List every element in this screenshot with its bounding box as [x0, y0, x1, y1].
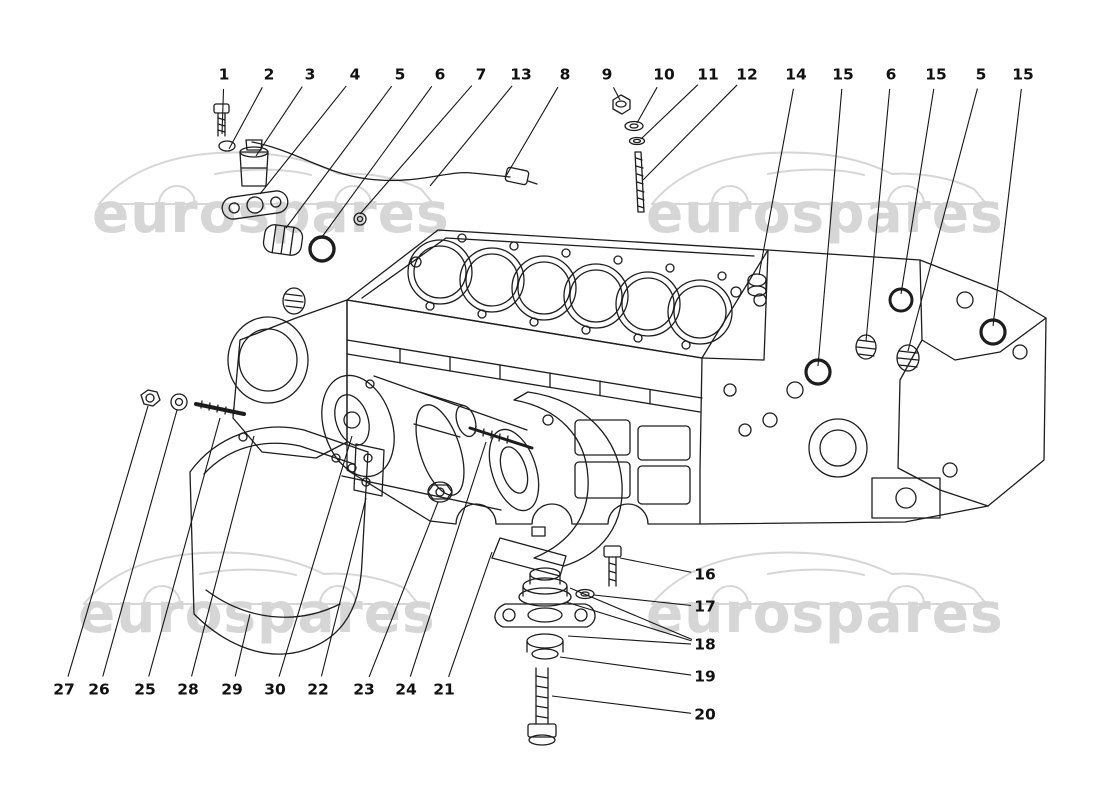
starter-motor	[321, 374, 540, 512]
o-ring-part-15b	[888, 287, 914, 313]
part-number-10: 10	[653, 65, 675, 84]
nut-part-23	[427, 481, 453, 503]
cable-connector	[504, 166, 530, 186]
part-number-4: 4	[349, 65, 361, 84]
part-number-28: 28	[177, 680, 199, 699]
part-number-15: 15	[832, 65, 854, 84]
ribbed-sleeve-left	[262, 224, 304, 256]
part-number-23: 23	[353, 680, 375, 699]
part-number-2: 2	[263, 65, 275, 84]
stud-part-12	[634, 151, 645, 213]
part-number-17: 17	[694, 597, 716, 616]
part-number-5: 5	[394, 65, 406, 84]
part-number-8: 8	[559, 65, 571, 84]
washer-part-17	[575, 588, 595, 600]
part-number-11: 11	[697, 65, 719, 84]
part-number-21: 21	[433, 680, 455, 699]
part-number-5: 5	[975, 65, 987, 84]
part-number-9: 9	[601, 65, 613, 84]
engine-mount-assembly	[494, 567, 596, 660]
part-number-6: 6	[885, 65, 897, 84]
part-number-25: 25	[134, 680, 156, 699]
washer-part-11	[628, 136, 646, 146]
leader-lines	[67, 84, 1022, 714]
washer-part-10	[624, 120, 644, 132]
ribbed-plug-left	[282, 287, 306, 315]
watermark-text: eurospares	[646, 181, 1004, 245]
stud-part-25	[194, 400, 246, 416]
part-number-1: 1	[218, 65, 230, 84]
nut-part-9	[612, 94, 631, 115]
small-washer-part-7	[353, 212, 367, 226]
part-number-6: 6	[434, 65, 446, 84]
nut-part-27	[140, 389, 161, 407]
part-number-20: 20	[694, 705, 716, 724]
part-number-19: 19	[694, 667, 716, 686]
engine-block	[227, 229, 1047, 525]
part-number-18: 18	[694, 635, 716, 654]
part-number-15: 15	[1012, 65, 1034, 84]
part-number-27: 27	[53, 680, 75, 699]
bracket-part-22	[353, 443, 385, 497]
stud-part-24	[468, 425, 534, 450]
exploded-view-artwork	[140, 94, 1047, 746]
part-number-12: 12	[736, 65, 758, 84]
watermark-text: eurospares	[646, 581, 1004, 645]
part-number-15: 15	[925, 65, 947, 84]
part-number-29: 29	[221, 680, 243, 699]
oil-pressure-sender	[218, 139, 269, 187]
part-number-22: 22	[307, 680, 329, 699]
watermark-text: eurospares	[78, 581, 436, 645]
part-number-13: 13	[510, 65, 532, 84]
part-number-7: 7	[475, 65, 487, 84]
bolt-part-16	[603, 545, 622, 587]
bolt-part-1	[213, 103, 230, 137]
plug-part-14	[747, 273, 767, 297]
watermark-text: eurospares	[92, 181, 450, 245]
part-number-3: 3	[304, 65, 316, 84]
part-number-24: 24	[395, 680, 417, 699]
part-number-16: 16	[694, 565, 716, 584]
sender-cable-part-13	[251, 141, 538, 186]
part-number-30: 30	[264, 680, 286, 699]
washer-part-26	[170, 393, 188, 411]
part-number-14: 14	[785, 65, 807, 84]
o-ring-part-15c	[979, 318, 1007, 346]
part-number-26: 26	[88, 680, 110, 699]
ribbed-plug-part-5b	[896, 344, 920, 372]
bolt-part-20	[527, 667, 557, 746]
sender-flange-plate	[221, 190, 289, 220]
